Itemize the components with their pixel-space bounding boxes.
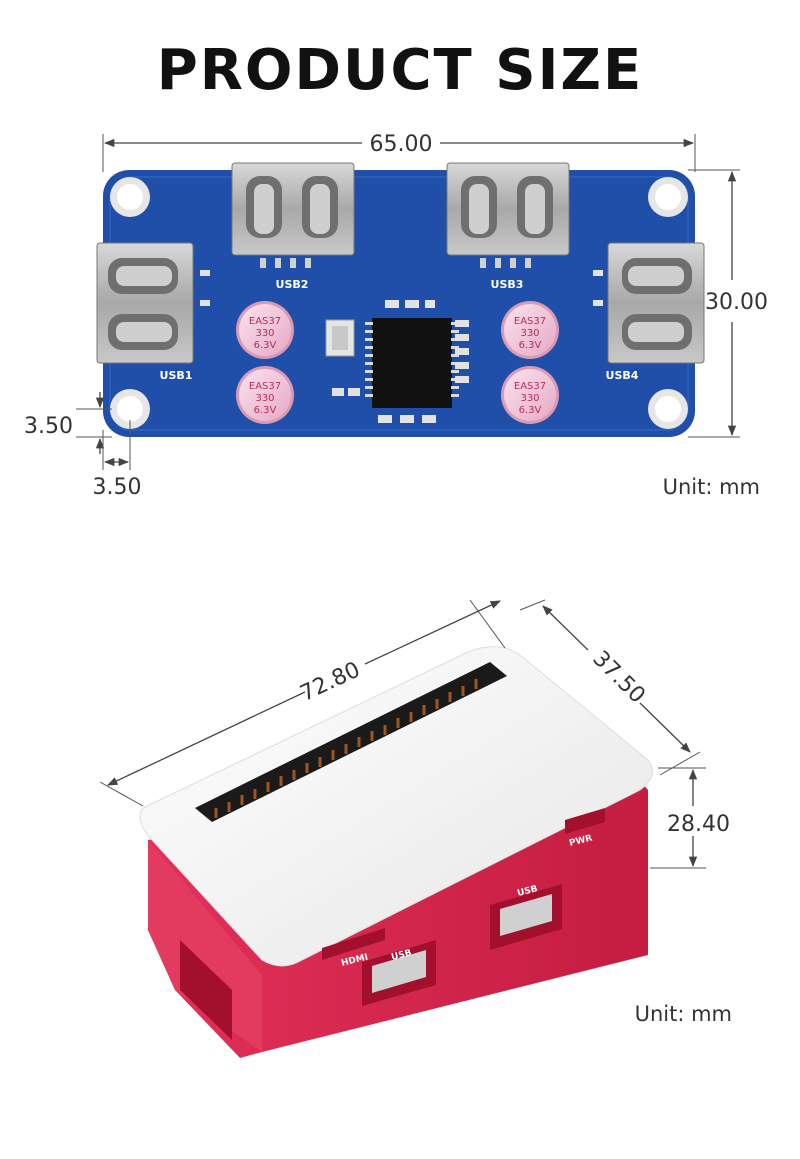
board-view: 65.00 30.00 — [24, 132, 768, 500]
svg-text:EAS37: EAS37 — [514, 381, 546, 392]
mounting-hole — [110, 389, 150, 429]
usb-port-4: USB4 — [606, 242, 705, 382]
case-lid — [139, 646, 653, 967]
usb4-label: USB4 — [606, 369, 639, 382]
case-height-label: 28.40 — [667, 812, 730, 837]
capacitor: EAS37 330 6.3V — [236, 366, 294, 424]
case-port-usb: USB — [362, 940, 436, 1006]
hole-horizontal-label: 3.50 — [93, 475, 142, 500]
svg-text:330: 330 — [520, 328, 539, 339]
usb2-label: USB2 — [276, 278, 309, 291]
gpio-pins — [214, 679, 478, 818]
mounting-hole — [648, 177, 688, 217]
height-dim-label: 30.00 — [705, 290, 768, 315]
depth-dim-label: 37.50 — [587, 646, 649, 708]
usb-port-1: USB1 — [96, 242, 194, 382]
svg-text:330: 330 — [520, 393, 539, 404]
board-unit-label: Unit: mm — [663, 475, 760, 499]
mounting-hole — [110, 177, 150, 217]
case-view: HDMI USB USB PWR 72.80 — [99, 599, 732, 1058]
page-title: PRODUCT SIZE — [156, 38, 644, 103]
svg-text:USB: USB — [390, 948, 413, 963]
usb-port-2: USB2 — [231, 162, 355, 291]
svg-text:EAS37: EAS37 — [249, 381, 281, 392]
svg-text:330: 330 — [255, 328, 274, 339]
hole-vertical-label: 3.50 — [24, 414, 73, 439]
svg-text:EAS37: EAS37 — [249, 316, 281, 327]
usb1-label: USB1 — [160, 369, 193, 382]
hole-horizontal-dimension: 3.50 — [93, 420, 142, 500]
width-dim-label: 65.00 — [370, 132, 433, 157]
capacitor: EAS37 330 6.3V — [236, 301, 294, 359]
svg-text:6.3V: 6.3V — [254, 405, 277, 416]
capacitor: EAS37 330 6.3V — [501, 366, 559, 424]
mounting-hole — [648, 389, 688, 429]
case-height-dimension: 28.40 — [650, 767, 730, 869]
case-port-usb: USB — [490, 884, 562, 950]
svg-text:USB: USB — [516, 884, 539, 899]
gpio-header-slot — [195, 662, 507, 822]
length-dim-label: 72.80 — [296, 657, 364, 706]
case-unit-label: Unit: mm — [635, 1002, 732, 1026]
svg-text:6.3V: 6.3V — [519, 340, 542, 351]
width-dimension: 65.00 — [102, 132, 696, 172]
hub-chip — [365, 318, 459, 408]
svg-text:EAS37: EAS37 — [514, 316, 546, 327]
svg-text:330: 330 — [255, 393, 274, 404]
usb3-label: USB3 — [491, 278, 524, 291]
usb-port-3: USB3 — [446, 162, 570, 291]
case-side-port — [180, 940, 232, 1040]
svg-text:6.3V: 6.3V — [254, 340, 277, 351]
capacitor: EAS37 330 6.3V — [501, 301, 559, 359]
height-dimension: 30.00 — [688, 169, 768, 438]
hole-vertical-dimension: 3.50 — [24, 392, 112, 454]
svg-text:6.3V: 6.3V — [519, 405, 542, 416]
smd-components — [200, 270, 603, 423]
